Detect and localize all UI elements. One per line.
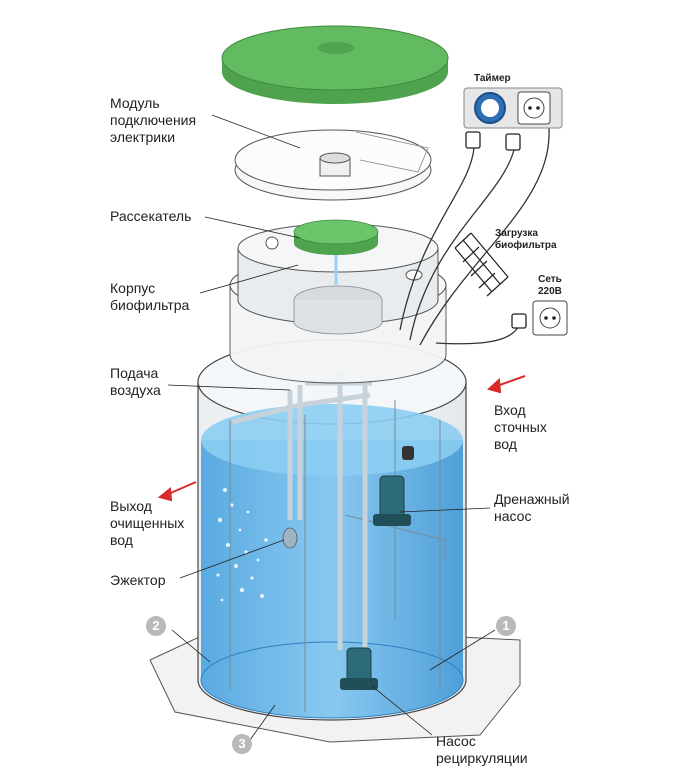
drain-pump [373,446,414,526]
cables [399,117,550,346]
label-recirc-pump: Насос рециркуляции [436,733,528,766]
label-electrics-module: Модуль подключения электрики [110,95,197,145]
air-pipes [231,372,372,650]
biofilter-load [454,232,509,297]
leader-lines [167,114,496,741]
electrics-module [234,129,432,201]
timer-unit [463,87,563,129]
lid [221,25,449,104]
mains-socket [532,300,568,336]
label-splitter: Рассекатель [110,208,192,224]
water-volume [200,404,464,719]
label-inlet: Вход сточных вод [494,402,547,452]
recirculation-pump [340,647,378,690]
badge-2: 2 [146,616,166,636]
arrow-icon [157,375,526,502]
ejector [282,527,298,549]
label-ejector: Эжектор [110,572,166,588]
badge-3: 3 [232,734,252,754]
label-mains: Сеть 220В [538,274,562,297]
badge-1: 1 [496,616,516,636]
biofilter-body [229,223,447,384]
plug-icon [465,131,527,329]
label-timer: Таймер [474,73,511,84]
label-drain-pump: Дренажный насос [494,491,570,524]
label-biofilter-body: Корпус биофильтра [110,280,190,313]
label-air-supply: Подача воздуха [110,365,161,398]
aeration-bubbles [216,488,268,602]
splitter [293,219,379,285]
socket-icon [517,91,551,125]
label-outlet: Выход очищенных вод [110,498,185,548]
label-biofilter-load: Загрузка биофильтра [495,228,557,251]
